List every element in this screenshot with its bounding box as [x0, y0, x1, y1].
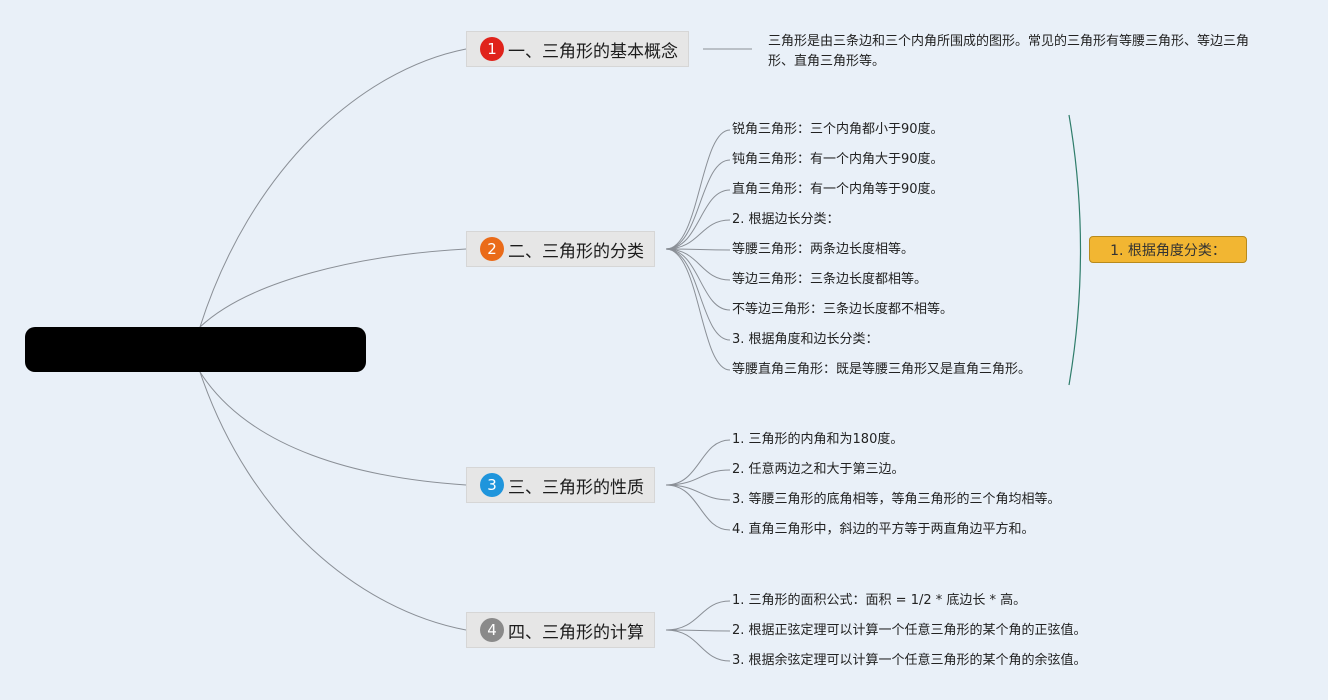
classification-item[interactable]: 等腰三角形：两条边长度相等。: [732, 242, 915, 257]
property-item[interactable]: 3. 等腰三角形的底角相等，等角三角形的三个角均相等。: [732, 492, 1061, 507]
topic-label: 三、三角形的性质: [508, 477, 644, 498]
classification-item[interactable]: 等腰直角三角形：既是等腰三角形又是直角三角形。: [732, 362, 1032, 377]
number-4-icon: 4: [480, 618, 504, 642]
concept-description[interactable]: 三角形是由三条边和三个内角所围成的图形。常见的三角形有等腰三角形、等边三角形、直…: [768, 34, 1250, 69]
number-2-icon: 2: [480, 237, 504, 261]
root-to-topic-3-line: [199, 371, 467, 486]
topic-label: 二、三角形的分类: [508, 241, 644, 262]
topic-basic-concept[interactable]: 1 一、三角形的基本概念: [466, 31, 689, 67]
property-item[interactable]: 2. 任意两边之和大于第三边。: [732, 462, 905, 477]
property-item[interactable]: 4. 直角三角形中，斜边的平方等于两直角边平方和。: [732, 522, 1035, 537]
classification-item[interactable]: 锐角三角形：三个内角都小于90度。: [732, 122, 944, 137]
number-1-icon: 1: [480, 37, 504, 61]
classification-item[interactable]: 钝角三角形：有一个内角大于90度。: [732, 152, 944, 167]
calculation-item[interactable]: 3. 根据余弦定理可以计算一个任意三角形的某个角的余弦值。: [732, 653, 1087, 668]
property-item[interactable]: 1. 三角形的内角和为180度。: [732, 432, 904, 447]
calculation-item[interactable]: 2. 根据正弦定理可以计算一个任意三角形的某个角的正弦值。: [732, 623, 1087, 638]
calculation-item[interactable]: 1. 三角形的面积公式：面积 = 1/2 * 底边长 * 高。: [732, 593, 1027, 608]
topic-properties[interactable]: 3 三、三角形的性质: [466, 467, 655, 503]
summary-brace: [1068, 114, 1082, 386]
number-3-icon: 3: [480, 473, 504, 497]
classification-item[interactable]: 等边三角形：三条边长度都相等。: [732, 272, 928, 287]
classification-item[interactable]: 不等边三角形：三条边长度都不相等。: [732, 302, 954, 317]
topic-classification[interactable]: 2 二、三角形的分类: [466, 231, 655, 267]
topic-label: 四、三角形的计算: [508, 622, 644, 643]
root-to-topic-2-line: [199, 248, 467, 328]
summary-angle-classification[interactable]: 1. 根据角度分类：: [1089, 236, 1247, 263]
root-to-topic-1-line: [199, 48, 467, 328]
central-topic[interactable]: [25, 327, 366, 372]
summary-label: 1. 根据角度分类：: [1110, 242, 1226, 259]
classification-item[interactable]: 直角三角形：有一个内角等于90度。: [732, 182, 944, 197]
root-to-topic-4-line: [199, 371, 467, 631]
classification-item[interactable]: 2. 根据边长分类：: [732, 212, 840, 227]
classification-item[interactable]: 3. 根据角度和边长分类：: [732, 332, 879, 347]
topic-label: 一、三角形的基本概念: [508, 41, 678, 62]
topic-calculation[interactable]: 4 四、三角形的计算: [466, 612, 655, 648]
